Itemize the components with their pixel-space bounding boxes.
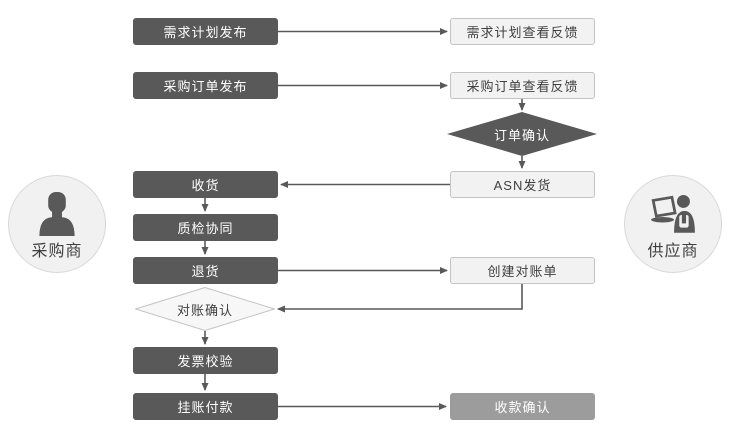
decision-order-confirm-label: 订单确认 bbox=[493, 127, 550, 143]
node-asn-shipment: ASN发货 bbox=[450, 171, 595, 198]
node-receipt-confirm: 收款确认 bbox=[450, 393, 595, 420]
supplier-person-laptop-icon bbox=[651, 195, 695, 233]
diamond-shape bbox=[447, 112, 597, 156]
actor-supplier: 供应商 bbox=[624, 175, 722, 273]
actor-supplier-label: 供应商 bbox=[647, 243, 699, 260]
node-goods-return: 退货 bbox=[133, 257, 278, 284]
node-create-reconciliation: 创建对账单 bbox=[450, 257, 595, 284]
decision-order-confirm: 订单确认 bbox=[447, 112, 597, 156]
node-quality-collaboration: 质检协同 bbox=[133, 214, 278, 241]
node-po-publish: 采购订单发布 bbox=[133, 72, 278, 99]
node-book-payment: 挂账付款 bbox=[133, 393, 278, 420]
node-invoice-verification: 发票校验 bbox=[133, 347, 278, 374]
actor-buyer-label: 采购商 bbox=[31, 243, 83, 260]
node-demand-plan-publish: 需求计划发布 bbox=[133, 18, 278, 45]
buyer-person-icon bbox=[39, 192, 75, 236]
actor-buyer: 采购商 bbox=[8, 175, 106, 273]
decision-reconciliation-confirm: 对账确认 bbox=[135, 287, 275, 331]
diamond-shape bbox=[135, 287, 275, 331]
decision-reconciliation-confirm-label: 对账确认 bbox=[176, 302, 233, 318]
node-po-feedback: 采购订单查看反馈 bbox=[450, 72, 595, 99]
node-demand-plan-feedback: 需求计划查看反馈 bbox=[450, 18, 595, 45]
node-goods-receipt: 收货 bbox=[133, 171, 278, 198]
